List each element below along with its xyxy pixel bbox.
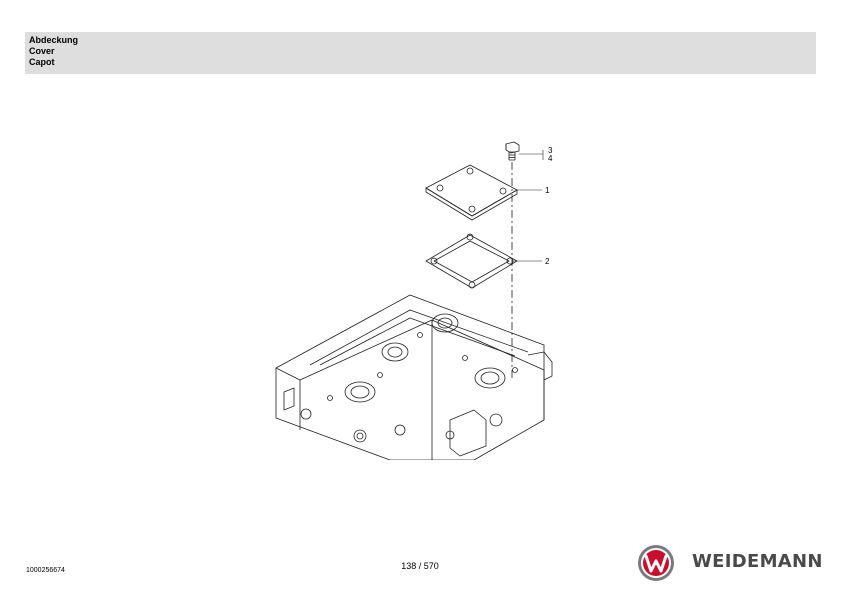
callout-cover: 1 — [545, 186, 550, 195]
title-german: Abdeckung — [29, 35, 79, 45]
title-french: Capot — [29, 57, 55, 67]
weidemann-logo-icon — [638, 545, 674, 581]
cylinder-head — [275, 294, 553, 460]
bolt-part — [505, 141, 520, 161]
exploded-parts-drawing: 3 4 1 2 — [275, 141, 553, 460]
title-english: Cover — [29, 46, 55, 56]
title-band: Abdeckung Cover Capot — [25, 32, 816, 74]
page-counter: 138 / 570 — [401, 561, 439, 571]
cover-plate — [425, 164, 518, 221]
callout-bolt: 3 — [548, 146, 553, 155]
gasket-part — [425, 233, 518, 289]
callout-washer: 4 — [548, 154, 553, 163]
callout-gasket: 2 — [545, 257, 550, 266]
brand-wordmark: WEIDEMANN — [692, 551, 823, 572]
document-number: 1000256674 — [26, 567, 65, 574]
